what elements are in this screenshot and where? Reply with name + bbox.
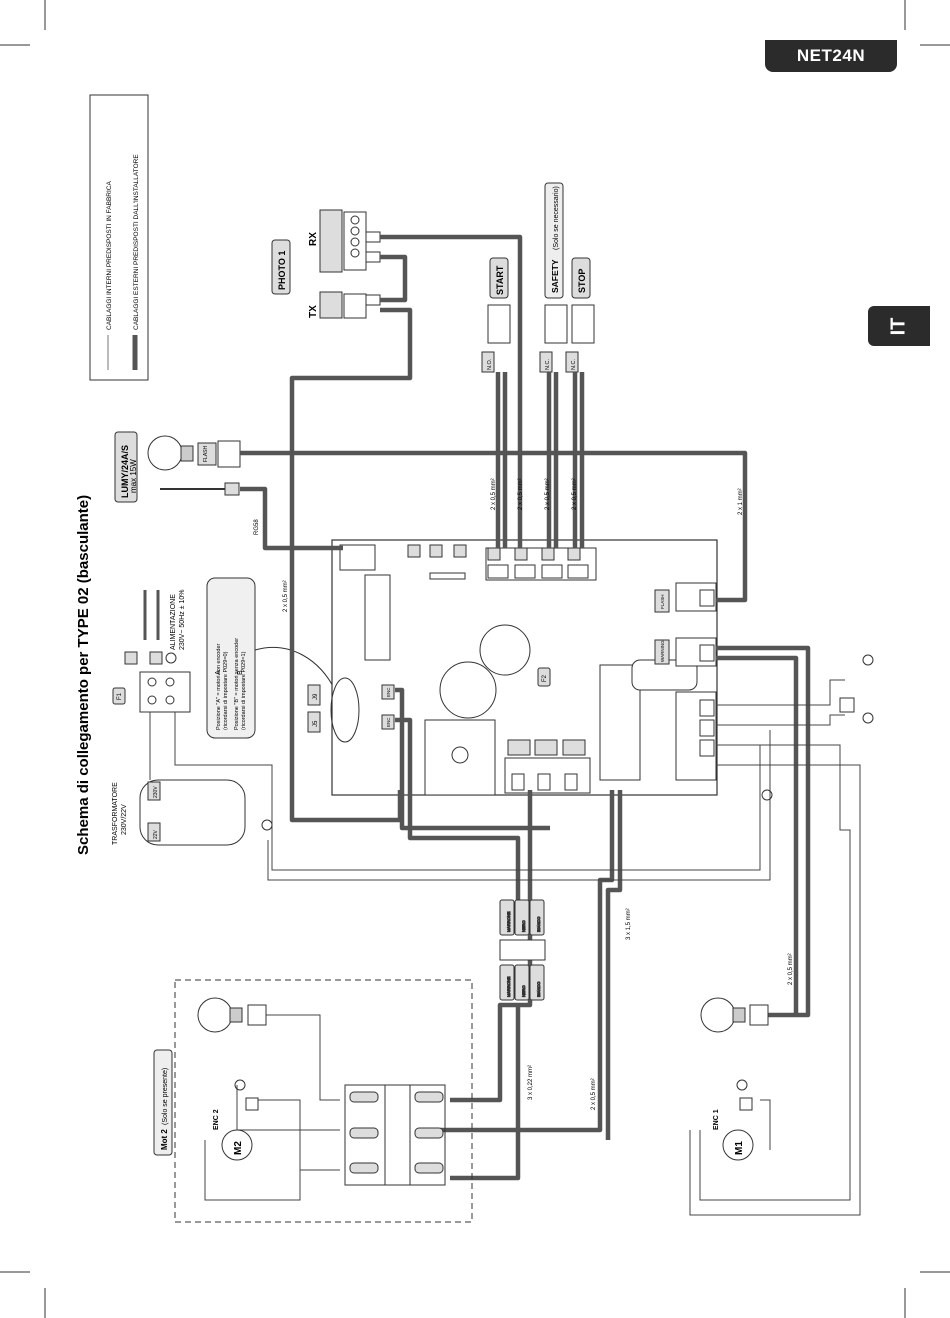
svg-text:PHOTO 1: PHOTO 1: [277, 251, 287, 290]
svg-text:3 x 1,5 mm²: 3 x 1,5 mm²: [626, 908, 632, 940]
motor1-area: M1 ENC 1: [700, 997, 769, 1161]
svg-text:B: B: [237, 670, 244, 675]
transformer: 230V 22V TRASFORMATORE 230V/22V: [112, 779, 246, 846]
stop-label: STOP: [577, 269, 587, 293]
supply-spec: 230V~ 50Hz ± 10%: [179, 590, 186, 650]
svg-text:F2: F2: [542, 674, 548, 682]
svg-text:22V: 22V: [153, 829, 159, 839]
flash-lamp: LUMY/24A/S max 15W FLASH RG58: [114, 431, 260, 535]
command-switches: [481, 304, 595, 373]
wire-gauges: 2 x 0,5 mm² 2 x 0,5 mm² 2 x 0,5 mm² 2 x …: [283, 478, 794, 1110]
svg-text:(ricordarsi di impostare P029=: (ricordarsi di impostare P029=0): [223, 651, 229, 730]
svg-text:NERO: NERO: [521, 985, 526, 997]
earth-symbols: [261, 654, 874, 831]
lamp-model: LUMY/24A/S: [120, 445, 130, 498]
svg-text:A: A: [215, 670, 222, 675]
diagram-title: Schema di collegamento per TYPE 02 (basc…: [75, 495, 92, 855]
svg-text:2 x 0,5 mm²: 2 x 0,5 mm²: [491, 478, 497, 510]
jumper-note: Posizione "A" = motori con encoder (rico…: [206, 577, 336, 739]
start-label: START: [495, 265, 505, 295]
legend-external: CABLAGGI ESTERNI PREDISPOSTI DALL'INSTAL…: [133, 154, 140, 330]
svg-text:230V: 230V: [153, 786, 159, 798]
terminal-strip-motors: [504, 739, 591, 794]
svg-text:J9: J9: [313, 693, 319, 700]
svg-text:M1: M1: [734, 1141, 745, 1155]
svg-text:2 x 0,5 mm²: 2 x 0,5 mm²: [572, 478, 578, 510]
svg-text:3 x 0,22 mm²: 3 x 0,22 mm²: [528, 1065, 534, 1100]
start-no: N.O.: [487, 358, 493, 370]
motor2-label: Mot 2: [160, 1129, 169, 1150]
svg-text:Posizione "A" = motori con enc: Posizione "A" = motori con encoder: [216, 644, 222, 730]
safety-nc: N.C.: [545, 359, 551, 370]
svg-text:ENC 2: ENC 2: [213, 1109, 220, 1130]
terminal-strip-commands: [485, 547, 597, 581]
motor2-area: Mot 2 (Solo se presente) M2 ENC 2: [153, 979, 473, 1223]
svg-text:ENC 1: ENC 1: [713, 1109, 720, 1130]
svg-text:M2: M2: [233, 1141, 244, 1155]
stop-nc: N.C.: [571, 359, 577, 370]
power-supply: F1 ALIMENTAZIONE 230V~ 50Hz ± 10%: [112, 590, 191, 713]
svg-text:J5: J5: [313, 720, 319, 727]
legend: CABLAGGI INTERNI PREDISPOSTI IN FABBRICA…: [89, 94, 149, 381]
svg-text:ENC: ENC: [386, 687, 391, 697]
svg-text:ENC: ENC: [386, 717, 391, 727]
product-name: NET24N: [796, 46, 866, 65]
svg-text:2 x 0,5 mm²: 2 x 0,5 mm²: [518, 478, 524, 510]
junction-block-upper: MARRONE NERO BIANCO MARRONE NERO BIANCO: [499, 899, 546, 1001]
command-labels: START SAFETY (Solo se necessario) STOP: [489, 182, 591, 299]
supply-label: ALIMENTAZIONE: [170, 594, 177, 650]
svg-text:BIANCO: BIANCO: [536, 982, 541, 997]
photocell-tx: [319, 291, 381, 319]
svg-text:2 x 0,5 mm²: 2 x 0,5 mm²: [545, 478, 551, 510]
legend-internal: CABLAGGI INTERNI PREDISPOSTI IN FABBRICA: [106, 181, 113, 330]
svg-text:(ricordarsi di impostare P029=: (ricordarsi di impostare P029=1): [241, 651, 247, 730]
lamp-flash-label: FLASH: [203, 445, 209, 462]
antenna-cable-label: RG58: [254, 519, 260, 535]
svg-text:2 x 0,5 mm²: 2 x 0,5 mm²: [591, 1078, 597, 1110]
language-tab: IT: [868, 306, 930, 346]
svg-text:2 x 0,5 mm²: 2 x 0,5 mm²: [283, 580, 289, 612]
svg-text:2 x 0,5 mm²: 2 x 0,5 mm²: [788, 953, 794, 985]
transformer-spec: 230V/22V: [121, 804, 128, 835]
svg-text:F1: F1: [117, 692, 123, 700]
svg-text:NERO: NERO: [521, 920, 526, 932]
product-badge: NET24N: [765, 40, 897, 72]
lamp-power: max 15W: [129, 459, 138, 493]
photocell-rx: [319, 209, 381, 273]
svg-text:Posizione "B" = motori senza e: Posizione "B" = motori senza encoder: [234, 638, 240, 730]
svg-text:BIANCO: BIANCO: [536, 917, 541, 932]
photo-tx-label: TX: [308, 305, 319, 318]
svg-text:MARRONE: MARRONE: [506, 976, 511, 997]
photo-rx-label: RX: [308, 232, 319, 246]
svg-text:2 x 1 mm²: 2 x 1 mm²: [738, 488, 744, 515]
svg-text:MARRONE: MARRONE: [506, 911, 511, 932]
terminal-strip-right: [675, 582, 717, 781]
transformer-label: TRASFORMATORE: [112, 782, 119, 845]
svg-text:FLASH: FLASH: [660, 594, 665, 609]
safety-note: (Solo se necessario): [553, 186, 560, 250]
photo-label: PHOTO 1 TX RX: [271, 232, 319, 318]
motor2-note: (Solo se presente): [162, 1068, 169, 1125]
safety-label: SAFETY: [550, 259, 560, 293]
svg-text:WARNING: WARNING: [660, 640, 665, 662]
